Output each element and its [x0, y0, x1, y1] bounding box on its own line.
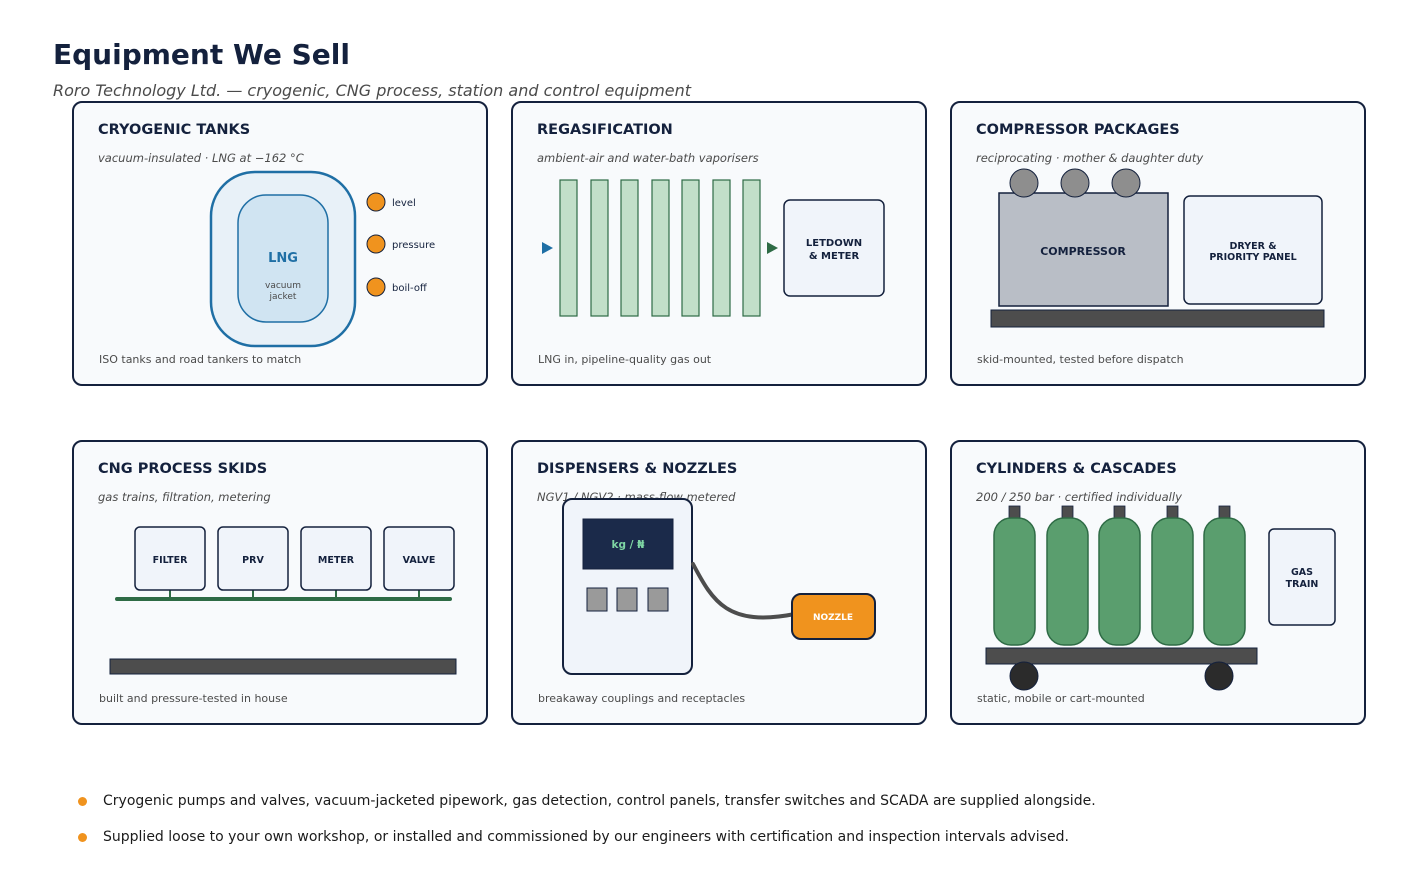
dispenser-illustration: kg / ₦ NOZZLE [562, 498, 876, 675]
card-footer: breakaway couplings and receptacles [538, 692, 746, 705]
vaporiser-fins [559, 179, 761, 317]
cylinder-head [1060, 168, 1090, 198]
vaporiser-fin [559, 179, 578, 317]
dryer-label-2: PRIORITY PANEL [1209, 252, 1296, 263]
gas-cylinder [1151, 517, 1194, 646]
bullet-text: Cryogenic pumps and valves, vacuum-jacke… [103, 793, 1096, 809]
indicator-label: boil-off [392, 283, 428, 294]
valve-module [383, 526, 455, 591]
card-footer: built and pressure-tested in house [99, 692, 288, 705]
inner-vessel [237, 194, 329, 323]
indicator-label: pressure [392, 240, 435, 251]
cylinder-head [1111, 168, 1141, 198]
letdown-label-2: & METER [809, 251, 860, 262]
card-regasification: REGASIFICATION ambient-air and water-bat… [511, 101, 927, 386]
card-subtitle: 200 / 250 bar · certified individually [976, 490, 1182, 504]
indicator-dot [366, 277, 386, 297]
gas-train-label-2: TRAIN [1286, 579, 1319, 590]
skid-base [109, 658, 457, 675]
meter-module [300, 526, 372, 591]
module-label: FILTER [153, 555, 188, 566]
gas-cylinder [993, 517, 1036, 646]
card-title: REGASIFICATION [537, 122, 673, 138]
card-footer: LNG in, pipeline-quality gas out [538, 353, 712, 366]
gas-train-label-1: GAS [1291, 567, 1313, 578]
bullet-dot-icon [78, 833, 87, 842]
card-cng-process-skids: CNG PROCESS SKIDS gas trains, filtration… [72, 440, 488, 725]
gas-cylinder [1098, 517, 1141, 646]
filter-module [134, 526, 206, 591]
card-subtitle: gas trains, filtration, metering [98, 490, 271, 504]
bullet-dot-icon [78, 797, 87, 806]
card-subtitle: reciprocating · mother & daughter duty [976, 151, 1204, 165]
inlet-arrow [542, 242, 553, 254]
card-dispensers-nozzles: DISPENSERS & NOZZLES NGV1 / NGV2 · mass-… [511, 440, 927, 725]
bullet-text: Supplied loose to your own workshop, or … [103, 829, 1069, 845]
dispenser-display [582, 518, 674, 570]
skid-base [990, 309, 1325, 328]
card-cryogenic-tanks: CRYOGENIC TANKS vacuum-insulated · LNG a… [72, 101, 488, 386]
card-footer: ISO tanks and road tankers to match [99, 353, 302, 366]
vaporiser-fin [590, 179, 609, 317]
jacket-label-1: vacuum [265, 281, 301, 291]
card-title: CRYOGENIC TANKS [98, 122, 251, 138]
vaporiser-fin [712, 179, 731, 317]
trailer-wheel [1204, 661, 1234, 691]
card-title: CYLINDERS & CASCADES [976, 461, 1177, 477]
tank-label: LNG [268, 251, 298, 266]
module-label: VALVE [403, 555, 436, 566]
dryer-label-1: DRYER & [1230, 241, 1277, 252]
card-footer: static, mobile or cart-mounted [977, 692, 1145, 705]
card-footer: skid-mounted, tested before dispatch [977, 353, 1184, 366]
card-compressor-packages: COMPRESSOR PACKAGES reciprocating · moth… [950, 101, 1366, 386]
letdown-label-1: LETDOWN [806, 238, 862, 249]
card-subtitle: vacuum-insulated · LNG at −162 °C [98, 151, 304, 165]
keypad-button [586, 587, 608, 612]
card-title: CNG PROCESS SKIDS [98, 461, 268, 477]
gas-cylinder [1203, 517, 1246, 646]
indicator-dot [366, 192, 386, 212]
card-title: COMPRESSOR PACKAGES [976, 122, 1180, 138]
vaporiser-fin [620, 179, 639, 317]
nozzle-label: NOZZLE [813, 613, 853, 623]
dispenser-hose [691, 562, 797, 620]
compressor-label: COMPRESSOR [1040, 245, 1126, 258]
vaporiser-fin [651, 179, 670, 317]
gas-train-box [1268, 528, 1336, 626]
indicator-label: level [392, 198, 416, 209]
card-subtitle: ambient-air and water-bath vaporisers [537, 151, 759, 165]
page-subtitle: Roro Technology Ltd. — cryogenic, CNG pr… [53, 81, 692, 100]
card-title: DISPENSERS & NOZZLES [537, 461, 738, 477]
jacket-label-2: jacket [269, 292, 297, 302]
page-title: Equipment We Sell [53, 38, 350, 71]
cascade-frame [985, 647, 1258, 665]
trailer-wheel [1009, 661, 1039, 691]
letdown-meter-box [783, 199, 885, 297]
process-skid-illustration: FILTER PRV METER VALVE [109, 526, 457, 675]
dryer-panel [1183, 195, 1323, 305]
compressor-illustration: COMPRESSOR DRYER & PRIORITY PANEL [990, 168, 1325, 328]
module-label: METER [318, 555, 355, 566]
display-text: kg / ₦ [612, 539, 646, 551]
vaporiser-fin [681, 179, 700, 317]
indicator-dot [366, 234, 386, 254]
vaporiser-fin [742, 179, 761, 317]
vaporiser-illustration: LETDOWN & METER [542, 179, 885, 317]
outlet-arrow [767, 242, 778, 254]
gas-cylinder [1046, 517, 1089, 646]
card-cylinders-cascades: CYLINDERS & CASCADES 200 / 250 bar · cer… [950, 440, 1366, 725]
cylinder-head [1009, 168, 1039, 198]
nozzle [791, 593, 876, 640]
module-label: PRV [242, 555, 264, 566]
prv-module [217, 526, 289, 591]
keypad-button [616, 587, 638, 612]
keypad-button [647, 587, 669, 612]
cryogenic-tank-illustration: LNG vacuum jacket level pressure boil-of… [209, 170, 435, 348]
cylinder-cascade-illustration: GAS TRAIN [985, 505, 1336, 691]
